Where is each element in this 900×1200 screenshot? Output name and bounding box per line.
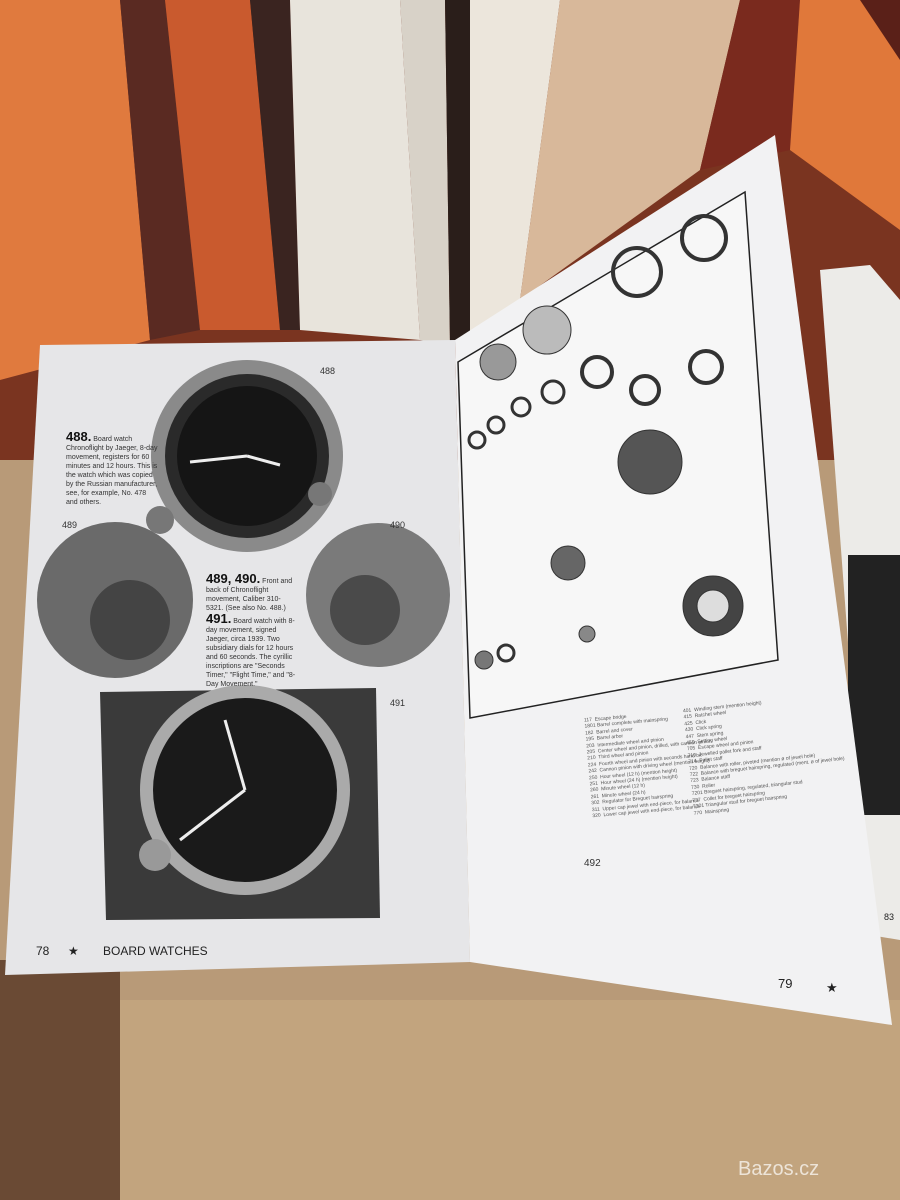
- page-number-right: 79: [778, 976, 793, 991]
- movement-490: [306, 523, 450, 667]
- figure-number: 488: [320, 366, 336, 376]
- section-title: BOARD WATCHES: [103, 944, 208, 958]
- watch-488: [146, 360, 343, 552]
- page-number-left: 78: [36, 944, 50, 958]
- wicker-mat: [100, 1000, 900, 1200]
- figure-number: 491: [390, 698, 406, 708]
- movement-489: [37, 522, 193, 678]
- star-icon: ★: [826, 980, 838, 995]
- caption-491: 491. Board watch with 8-day movement, si…: [206, 611, 296, 688]
- striped-curtain: [0, 0, 900, 460]
- watermark: Bazos.cz: [738, 1158, 820, 1180]
- star-icon: ★: [68, 944, 79, 958]
- wooden-floor: [0, 960, 120, 1200]
- gear-parts: [467, 214, 744, 670]
- figure-number: 489: [62, 520, 78, 530]
- figure-number-492: 492: [584, 858, 601, 869]
- watch-491: [100, 685, 380, 920]
- figure-number: 490: [390, 520, 406, 530]
- background-page-number: 83: [884, 912, 895, 922]
- caption-489-490: 489, 490. Front and back of Chronoflight…: [206, 571, 293, 612]
- parts-legend-right: 401 Winding stem (mention height)415 Rat…: [682, 700, 845, 817]
- caption-488: 488. Board watch Chronoflight by Jaeger,…: [66, 429, 158, 506]
